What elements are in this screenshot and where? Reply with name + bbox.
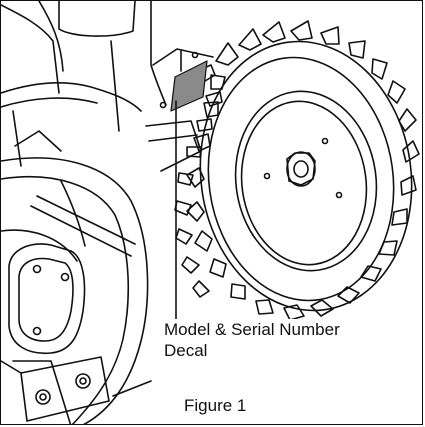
skid-shoe [1, 356, 152, 422]
callout-line-2: Decal [164, 341, 208, 360]
auger-housing [1, 130, 149, 424]
tire [174, 20, 420, 321]
chute-housing [1, 1, 167, 167]
frame-rails [145, 48, 214, 172]
callout-line-1: Model & Serial Number [164, 320, 340, 339]
wheel-hub [234, 90, 378, 272]
figure-caption: Figure 1 [181, 396, 250, 416]
decal-callout: Model & Serial Number Decal [164, 319, 344, 361]
serial-decal [170, 60, 208, 112]
side-panel [8, 243, 86, 424]
